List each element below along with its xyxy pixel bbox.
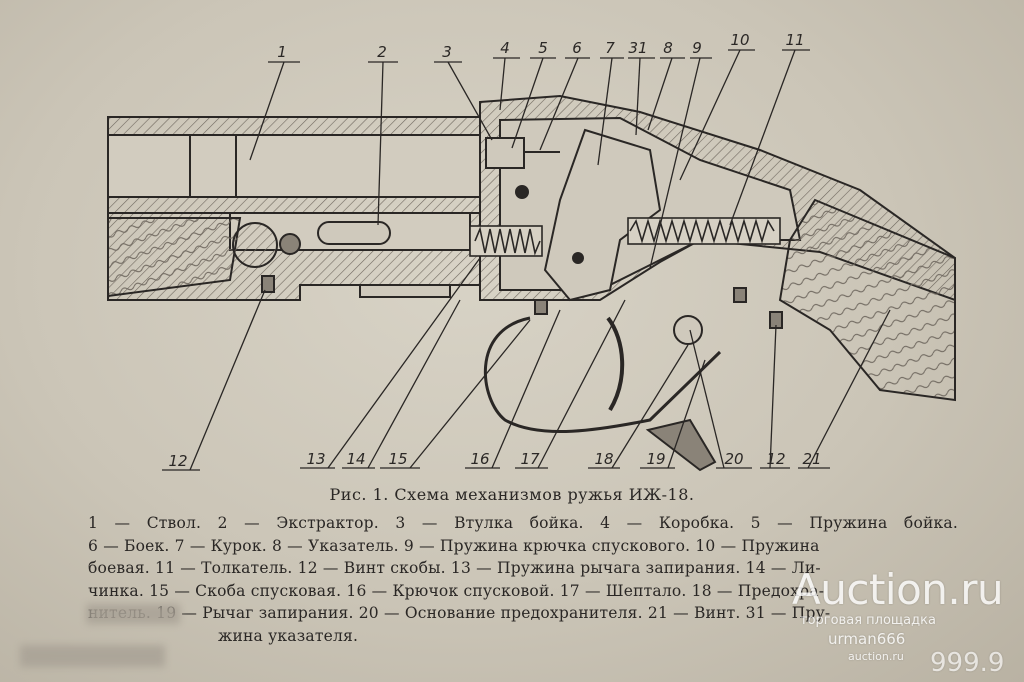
callout-number: 9 bbox=[692, 39, 702, 57]
callout-number: 1 bbox=[277, 43, 287, 61]
watermark-price: 999.9 bbox=[930, 648, 1005, 678]
callout-number: 10 bbox=[730, 31, 749, 49]
legend-line: жина указателя. bbox=[218, 626, 359, 645]
callout-number: 5 bbox=[538, 39, 548, 57]
callout-number: 4 bbox=[500, 39, 510, 57]
leader-lines bbox=[249, 49, 810, 269]
legend-line: боевая. 11 — Толкатель. 12 — Винт скобы.… bbox=[88, 559, 821, 577]
callout-number: 8 bbox=[663, 39, 673, 57]
redacted-block bbox=[86, 604, 180, 624]
callout-number: 14 bbox=[346, 450, 365, 468]
callout-number: 21 bbox=[802, 450, 821, 468]
callout-number: 19 bbox=[646, 450, 665, 468]
callout-number: 7 bbox=[605, 39, 615, 57]
watermark-subtitle: торговая площадка bbox=[800, 613, 936, 628]
redacted-block bbox=[20, 645, 165, 667]
callout-number: 12 bbox=[766, 450, 785, 468]
locking-lever-spring bbox=[469, 225, 543, 257]
legend-line: нитель. 19 — Рычаг запирания. 20 — Основ… bbox=[88, 604, 831, 622]
figure-caption: Рис. 1. Схема механизмов ружья ИЖ-18. bbox=[329, 485, 695, 504]
callout-number: 6 bbox=[572, 39, 582, 57]
watermark-logo: Auction.ru bbox=[792, 565, 1004, 614]
watermark-site: auction.ru bbox=[848, 650, 904, 663]
legend-line: 1 — Ствол. 2 — Экстрактор. 3 — Втулка бо… bbox=[88, 514, 958, 532]
callout-number: 3 bbox=[442, 43, 452, 61]
callout-number: 20 bbox=[724, 450, 743, 468]
hammer bbox=[515, 128, 662, 302]
legend-line: чинка. 15 — Скоба спусковая. 16 — Крючок… bbox=[88, 581, 825, 600]
callout-number: 16 bbox=[470, 450, 489, 468]
callout-number: 13 bbox=[306, 450, 325, 468]
watermark-username: urman666 bbox=[828, 630, 906, 648]
callout-number: 17 bbox=[520, 450, 540, 468]
callout-number: 18 bbox=[594, 450, 613, 468]
trigger-group bbox=[359, 284, 722, 472]
callout-number: 2 bbox=[377, 43, 387, 61]
callout-number: 11 bbox=[785, 31, 804, 49]
mainspring bbox=[627, 217, 781, 245]
callout-number: 12 bbox=[168, 452, 187, 470]
forend-wood bbox=[107, 198, 956, 402]
legend-line: 6 — Боек. 7 — Курок. 8 — Указатель. 9 — … bbox=[88, 536, 820, 555]
callout-number: 31 bbox=[628, 39, 647, 57]
leader-lines-bottom bbox=[162, 257, 891, 471]
barrel bbox=[107, 116, 481, 214]
callout-number: 15 bbox=[388, 450, 407, 468]
screws bbox=[261, 275, 783, 329]
firing-pin bbox=[232, 137, 560, 268]
legend: 1 — Ствол. 2 — Экстрактор. 3 — Втулка бо… bbox=[88, 512, 958, 647]
